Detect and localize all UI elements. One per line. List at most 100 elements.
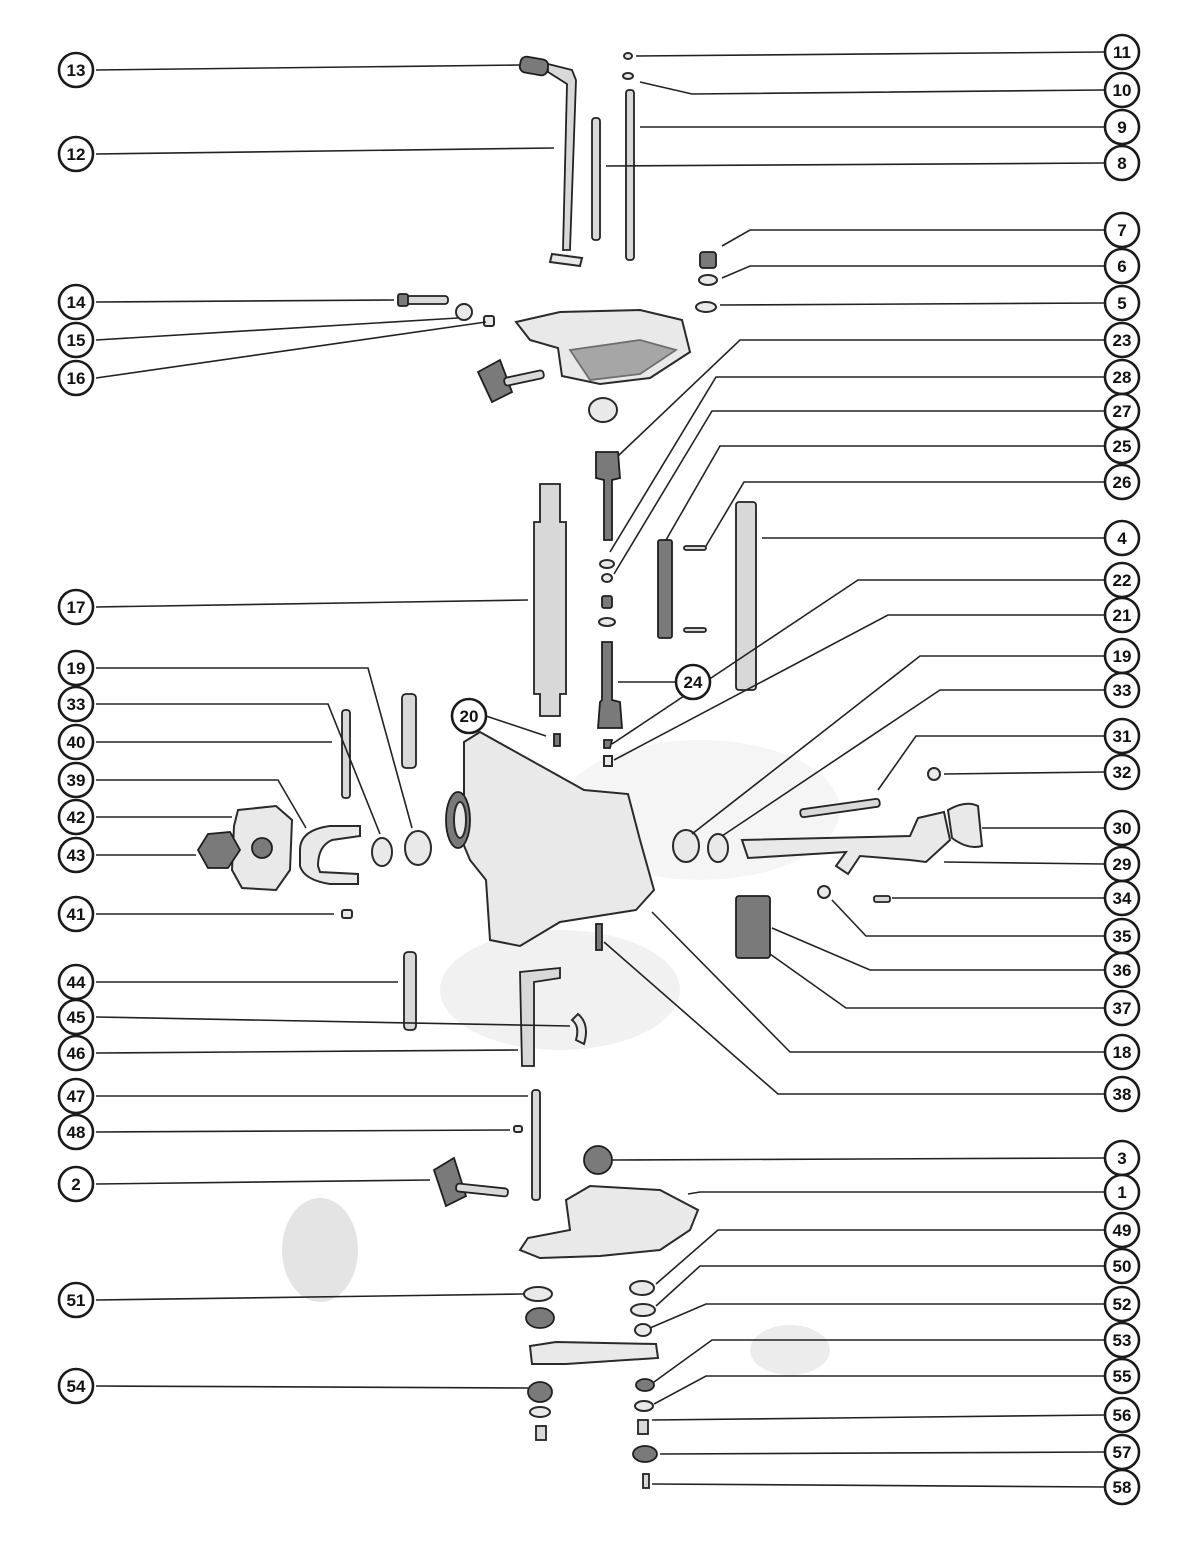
callout-30: 30 xyxy=(1103,809,1141,847)
tilt-nut-washer-part xyxy=(695,251,718,313)
callout-29: 29 xyxy=(1103,845,1141,883)
callout-28-label: 28 xyxy=(1113,368,1132,387)
callout-18-label: 18 xyxy=(1113,1043,1132,1062)
tilt-arm-part xyxy=(740,767,984,903)
callout-46-label: 46 xyxy=(67,1044,86,1063)
clamp-bracket-part xyxy=(196,804,294,892)
callout-16-label: 16 xyxy=(67,369,86,388)
callout-22-label: 22 xyxy=(1113,571,1132,590)
callout-9-label: 9 xyxy=(1117,118,1126,137)
callout-37: 37 xyxy=(1103,989,1141,1027)
leader-lines xyxy=(95,51,1105,1488)
callout-15: 15 xyxy=(57,321,95,359)
callout-19-left: 19 xyxy=(57,649,95,687)
callout-53-label: 53 xyxy=(1113,1331,1132,1350)
callout-16: 16 xyxy=(57,359,95,397)
tilt-lock-part xyxy=(513,967,587,1201)
callout-37-label: 37 xyxy=(1113,999,1132,1018)
callout-43: 43 xyxy=(57,836,95,874)
swivel-bracket-body-part xyxy=(445,730,656,948)
callout-11: 11 xyxy=(1103,33,1141,71)
callout-47: 47 xyxy=(57,1077,95,1115)
bushing-rings-right-part xyxy=(672,829,729,863)
callout-41: 41 xyxy=(57,895,95,933)
thumbscrew-part xyxy=(476,358,545,404)
callout-29-label: 29 xyxy=(1113,855,1132,874)
callout-43-label: 43 xyxy=(67,846,86,865)
callout-31: 31 xyxy=(1103,717,1141,755)
callout-1-label: 1 xyxy=(1117,1183,1126,1202)
callout-10: 10 xyxy=(1103,71,1141,109)
callout-34-label: 34 xyxy=(1113,889,1132,908)
callout-19-left-label: 19 xyxy=(67,659,86,678)
callout-3: 3 xyxy=(1103,1139,1141,1177)
callout-26-label: 26 xyxy=(1113,473,1132,492)
callout-44: 44 xyxy=(57,963,95,1001)
callout-24-label: 24 xyxy=(684,673,703,692)
callout-50: 50 xyxy=(1103,1247,1141,1285)
callout-51: 51 xyxy=(57,1281,95,1319)
callout-7: 7 xyxy=(1103,211,1141,249)
callout-5: 5 xyxy=(1103,284,1141,322)
callout-27-label: 27 xyxy=(1113,402,1132,421)
stud-pins-tube-part xyxy=(657,501,757,691)
callout-4: 4 xyxy=(1103,519,1141,557)
callout-30-label: 30 xyxy=(1113,819,1132,838)
bolt-pin-part xyxy=(341,693,417,1031)
callout-24: 24 xyxy=(674,663,712,701)
callout-33-left-label: 33 xyxy=(67,695,86,714)
callout-22: 22 xyxy=(1103,561,1141,599)
callout-14-label: 14 xyxy=(67,293,86,312)
callout-57: 57 xyxy=(1103,1433,1141,1471)
callout-2-label: 2 xyxy=(71,1175,80,1194)
callout-41-label: 41 xyxy=(67,905,86,924)
bolt-washer-nut-part xyxy=(397,293,495,327)
callout-6-label: 6 xyxy=(1117,257,1126,276)
callout-49: 49 xyxy=(1103,1211,1141,1249)
callout-21-label: 21 xyxy=(1113,606,1132,625)
callout-40-label: 40 xyxy=(67,733,86,752)
callout-27: 27 xyxy=(1103,392,1141,430)
callout-5-label: 5 xyxy=(1117,294,1126,313)
callout-31-label: 31 xyxy=(1113,727,1132,746)
callout-8: 8 xyxy=(1103,144,1141,182)
callout-18: 18 xyxy=(1103,1033,1141,1071)
callout-55-label: 55 xyxy=(1113,1367,1132,1386)
callout-44-label: 44 xyxy=(67,973,86,992)
callout-38-label: 38 xyxy=(1113,1085,1132,1104)
callout-56-label: 56 xyxy=(1113,1406,1132,1425)
tilt-lever-part xyxy=(518,55,584,268)
lower-hardware-right-part xyxy=(629,1280,658,1489)
callout-11-label: 11 xyxy=(1113,43,1131,62)
callout-21: 21 xyxy=(1103,596,1141,634)
callout-48-label: 48 xyxy=(67,1123,86,1142)
callout-13: 13 xyxy=(57,51,95,89)
callout-58-label: 58 xyxy=(1113,1478,1132,1497)
callout-53: 53 xyxy=(1103,1321,1141,1359)
callout-47-label: 47 xyxy=(67,1087,86,1106)
swivel-pin-shaft-part xyxy=(595,451,623,767)
callout-2: 2 xyxy=(57,1165,95,1203)
bushing-rings-left-part xyxy=(371,830,432,867)
callout-33-right-label: 33 xyxy=(1113,681,1132,700)
callout-50-label: 50 xyxy=(1113,1257,1132,1276)
callout-9: 9 xyxy=(1103,108,1141,146)
callout-20-label: 20 xyxy=(460,707,479,726)
pin-small-part xyxy=(341,909,353,919)
callout-15-label: 15 xyxy=(67,331,86,350)
callout-55: 55 xyxy=(1103,1357,1141,1395)
callout-17: 17 xyxy=(57,588,95,626)
callout-36: 36 xyxy=(1103,951,1141,989)
callout-17-label: 17 xyxy=(67,598,86,617)
washer-part xyxy=(588,397,618,423)
callout-51-label: 51 xyxy=(67,1291,86,1310)
callout-52-label: 52 xyxy=(1113,1295,1132,1314)
u-bracket-part xyxy=(299,825,361,885)
callout-4-label: 4 xyxy=(1117,529,1127,548)
callout-46: 46 xyxy=(57,1034,95,1072)
callout-23: 23 xyxy=(1103,321,1141,359)
lower-thumbscrew-part xyxy=(432,1156,509,1208)
callout-3-label: 3 xyxy=(1117,1149,1126,1168)
callout-35: 35 xyxy=(1103,917,1141,955)
spring-pin-part xyxy=(595,923,603,951)
